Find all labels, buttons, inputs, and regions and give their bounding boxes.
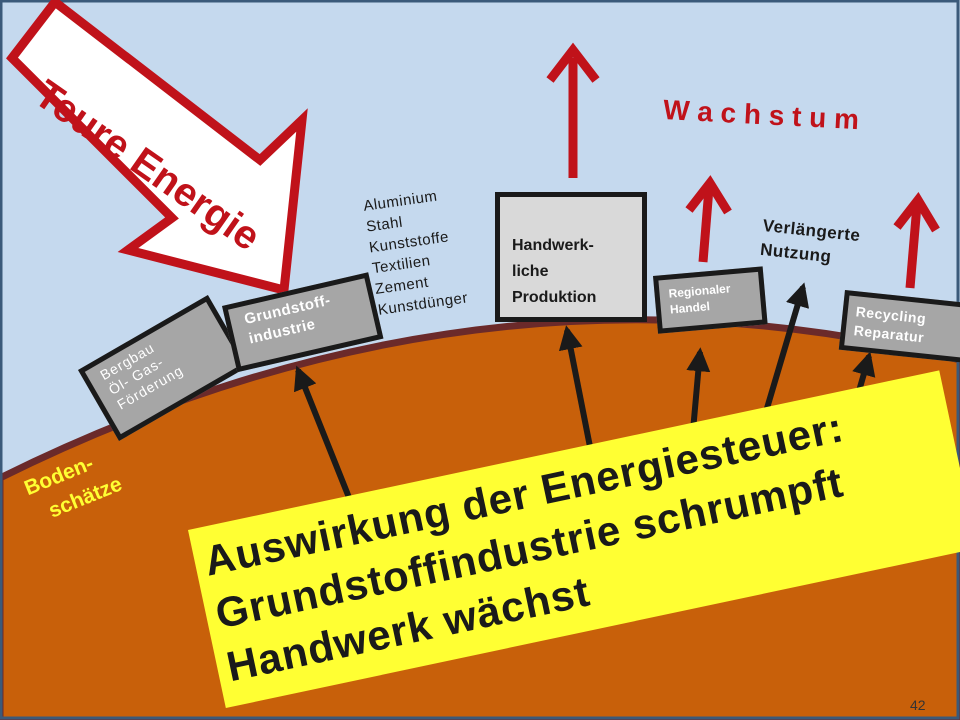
materials-list: Aluminium Stahl Kunststoffe Textilien Ze… xyxy=(362,183,469,320)
growth-arrow-handwerk xyxy=(546,42,600,178)
growth-arrow-regional xyxy=(685,175,732,263)
extended-use-label: Verlängerte Nutzung xyxy=(759,214,862,272)
arrow-to-extended-use xyxy=(759,282,810,426)
handwerk-line-2: liche xyxy=(512,263,549,280)
energy-arrow xyxy=(6,0,308,296)
page-number: 42 xyxy=(910,697,926,713)
impact-arrows xyxy=(293,282,876,502)
growth-arrows xyxy=(546,42,940,289)
arrow-to-grundstoff xyxy=(293,365,353,502)
box-handwerk: Handwerk- liche Produktion xyxy=(495,192,647,322)
box-regional: Regionaler Handel xyxy=(653,266,768,334)
handwerk-line-1: Handwerk- xyxy=(512,237,594,254)
arrow-to-handwerk xyxy=(558,325,596,463)
growth-arrow-recycling xyxy=(893,192,940,289)
handwerk-line-3: Produktion xyxy=(512,289,597,306)
